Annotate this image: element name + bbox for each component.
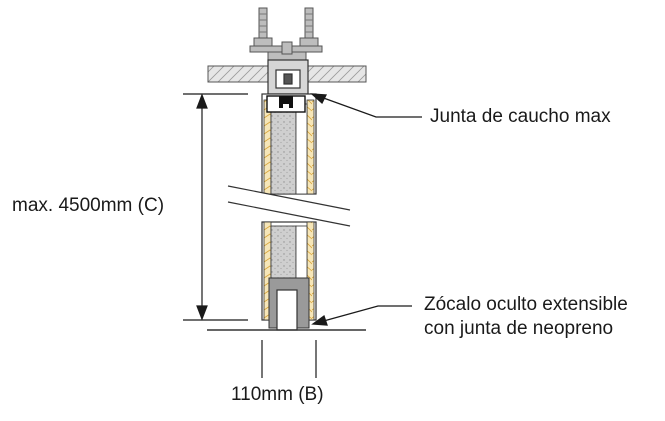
height-dimension [183, 93, 248, 321]
width-dimension [261, 340, 317, 378]
break-lines [227, 185, 351, 227]
top-track [267, 59, 309, 95]
label-width-dimension: 110mm (B) [231, 384, 324, 405]
leader-gasket [310, 93, 422, 118]
panel-lower [261, 221, 317, 331]
label-height-dimension: max. 4500mm (C) [12, 195, 165, 216]
label-plinth-line1: Zócalo oculto extensible [424, 294, 628, 315]
label-plinth-line2: con junta de neopreno [424, 318, 614, 339]
leader-plinth [311, 305, 412, 326]
label-rubber-gasket: Junta de caucho max [430, 106, 611, 127]
ceiling-hardware [249, 7, 323, 67]
panel-upper [261, 93, 317, 195]
